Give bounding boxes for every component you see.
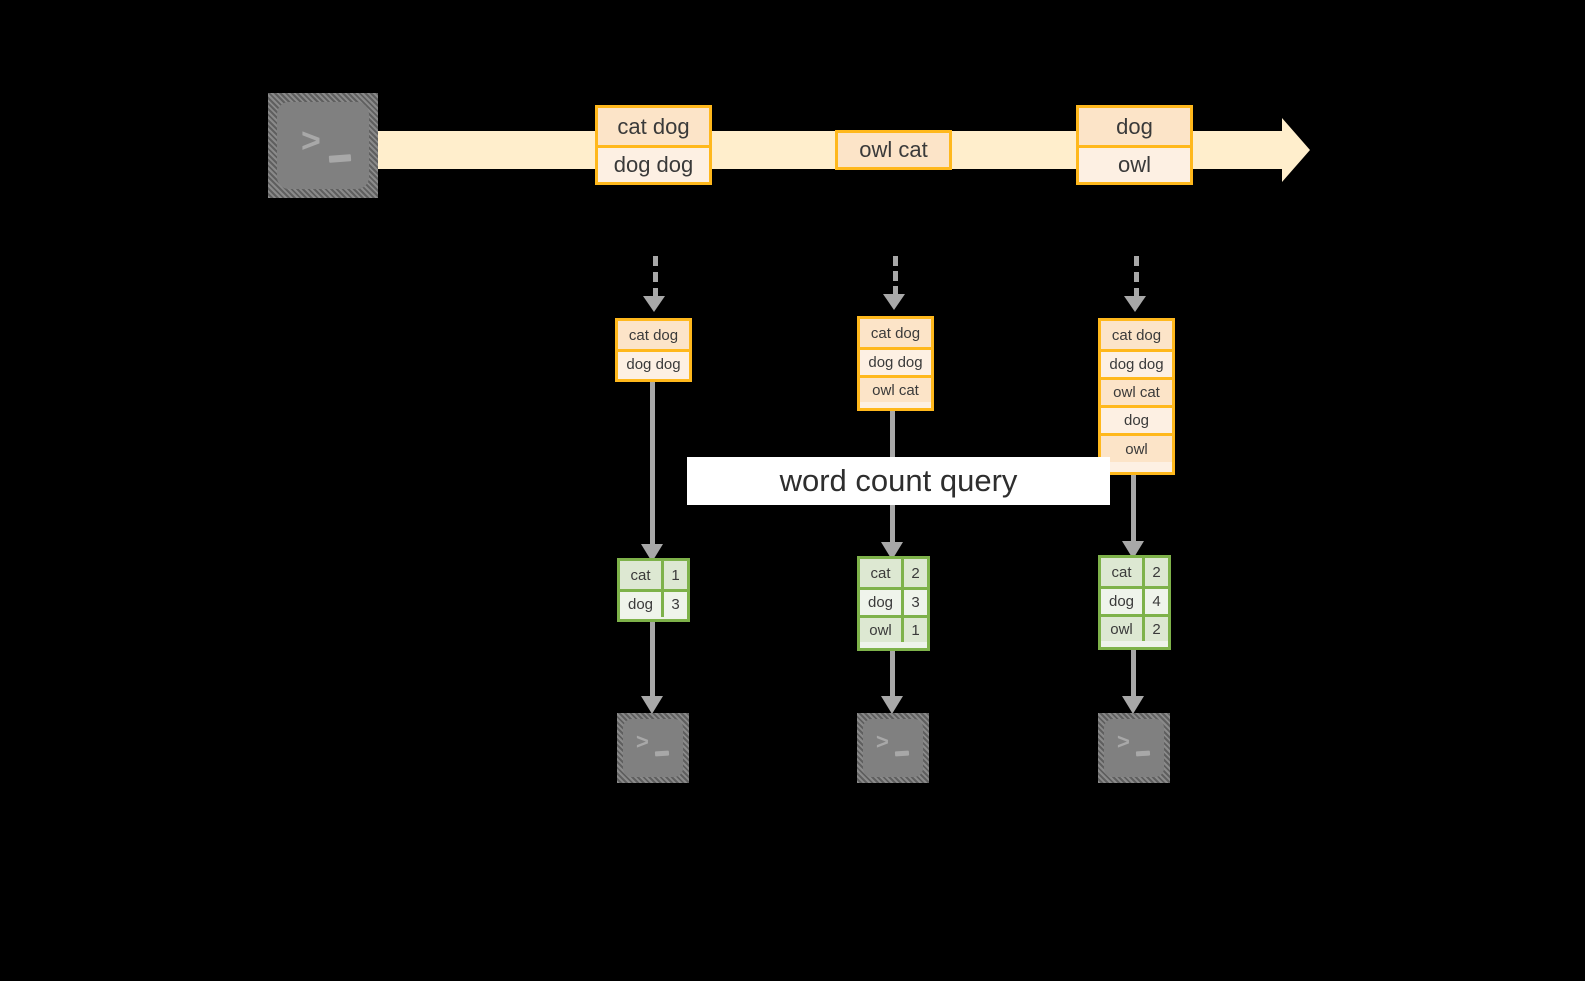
snapshot-1-accumulated-table[interactable]: cat dog dog dog: [615, 318, 692, 382]
snapshot-1-result-table[interactable]: cat 1 dog 3: [617, 558, 690, 622]
terminal-prompt-chevron-icon: >: [876, 729, 889, 754]
result-count-cell: 3: [664, 592, 687, 617]
sink-terminal-body: >: [863, 719, 923, 777]
accumulated-row: owl: [1101, 433, 1172, 462]
accumulated-row: dog dog: [618, 349, 689, 377]
result-word-cell: dog: [1101, 589, 1145, 614]
snapshot-3-query-connector: [1131, 475, 1136, 545]
result-row: cat 1: [620, 561, 687, 589]
stream-arrow-head-icon: [1282, 118, 1310, 182]
accumulated-row: dog dog: [1101, 349, 1172, 377]
result-row: dog 4: [1101, 586, 1168, 614]
snapshot-3-dashed-arrowhead-icon: [1124, 296, 1146, 312]
result-word-cell: dog: [620, 592, 664, 617]
snapshot-2-accumulated-table[interactable]: cat dog dog dog owl cat: [857, 316, 934, 411]
stream-record: owl cat: [838, 133, 949, 167]
result-word-cell: owl: [860, 618, 904, 642]
source-terminal-icon[interactable]: >: [268, 93, 378, 198]
snapshot-3-sink-terminal-icon[interactable]: >: [1098, 713, 1170, 783]
snapshot-2-sink-connector: [890, 651, 895, 700]
snapshot-1-sink-connector: [650, 622, 655, 700]
result-row: dog 3: [620, 589, 687, 617]
accumulated-row: cat dog: [860, 319, 931, 347]
result-row: owl 2: [1101, 614, 1168, 641]
snapshot-3-sink-connector: [1131, 650, 1136, 700]
sink-terminal-body: >: [623, 719, 683, 777]
accumulated-row: cat dog: [618, 321, 689, 349]
result-row: dog 3: [860, 587, 927, 615]
result-count-cell: 1: [664, 561, 687, 589]
result-count-cell: 2: [1145, 617, 1168, 641]
accumulated-row: owl cat: [1101, 377, 1172, 405]
snapshot-1-dashed-arrowhead-icon: [643, 296, 665, 312]
snapshot-3-result-table[interactable]: cat 2 dog 4 owl 2: [1098, 555, 1171, 650]
terminal-prompt-chevron-icon: >: [1117, 729, 1130, 754]
result-row: owl 1: [860, 615, 927, 642]
snapshot-2-sink-arrowhead-icon: [881, 696, 903, 714]
query-label: word count query: [687, 457, 1110, 505]
snapshot-3-query-arrowhead-icon: [1122, 541, 1144, 559]
accumulated-row: dog dog: [860, 347, 931, 375]
result-count-cell: 2: [1145, 558, 1168, 586]
snapshot-2-query-arrowhead-icon: [881, 542, 903, 560]
terminal-cursor-icon: [328, 154, 352, 163]
terminal-prompt-chevron-icon: >: [301, 122, 321, 160]
snapshot-3-sink-arrowhead-icon: [1122, 696, 1144, 714]
stream-record: cat dog: [598, 108, 709, 145]
terminal-cursor-icon: [654, 750, 670, 757]
terminal-prompt-chevron-icon: >: [636, 729, 649, 754]
snapshot-1-query-arrowhead-icon: [641, 544, 663, 562]
stream-batch-3[interactable]: dog owl: [1076, 105, 1193, 185]
snapshot-2-dashed-arrowhead-icon: [883, 294, 905, 310]
snapshot-1-dashed-connector: [653, 256, 658, 298]
snapshot-2-result-table[interactable]: cat 2 dog 3 owl 1: [857, 556, 930, 651]
sink-terminal-body: >: [1104, 719, 1164, 777]
stream-record: owl: [1079, 145, 1190, 182]
result-word-cell: cat: [620, 561, 664, 589]
result-word-cell: cat: [1101, 558, 1145, 586]
result-row: cat 2: [1101, 558, 1168, 586]
snapshot-3-accumulated-table[interactable]: cat dog dog dog owl cat dog owl: [1098, 318, 1175, 475]
result-word-cell: dog: [860, 590, 904, 615]
result-word-cell: cat: [860, 559, 904, 587]
snapshot-2-sink-terminal-icon[interactable]: >: [857, 713, 929, 783]
snapshot-1-query-connector: [650, 382, 655, 548]
terminal-cursor-icon: [1135, 750, 1151, 757]
result-count-cell: 3: [904, 590, 927, 615]
accumulated-row: cat dog: [1101, 321, 1172, 349]
stream-batch-1[interactable]: cat dog dog dog: [595, 105, 712, 185]
stream-batch-2[interactable]: owl cat: [835, 130, 952, 170]
snapshot-3-dashed-connector: [1134, 256, 1139, 298]
result-word-cell: owl: [1101, 617, 1145, 641]
accumulated-row: dog: [1101, 405, 1172, 433]
result-count-cell: 4: [1145, 589, 1168, 614]
result-count-cell: 2: [904, 559, 927, 587]
accumulated-row: owl cat: [860, 375, 931, 402]
stream-record: dog dog: [598, 145, 709, 182]
snapshot-1-sink-terminal-icon[interactable]: >: [617, 713, 689, 783]
snapshot-2-dashed-connector: [893, 256, 898, 296]
stream-record: dog: [1079, 108, 1190, 145]
terminal-cursor-icon: [894, 750, 910, 757]
result-count-cell: 1: [904, 618, 927, 642]
result-row: cat 2: [860, 559, 927, 587]
snapshot-1-sink-arrowhead-icon: [641, 696, 663, 714]
source-terminal-body: >: [277, 102, 369, 189]
